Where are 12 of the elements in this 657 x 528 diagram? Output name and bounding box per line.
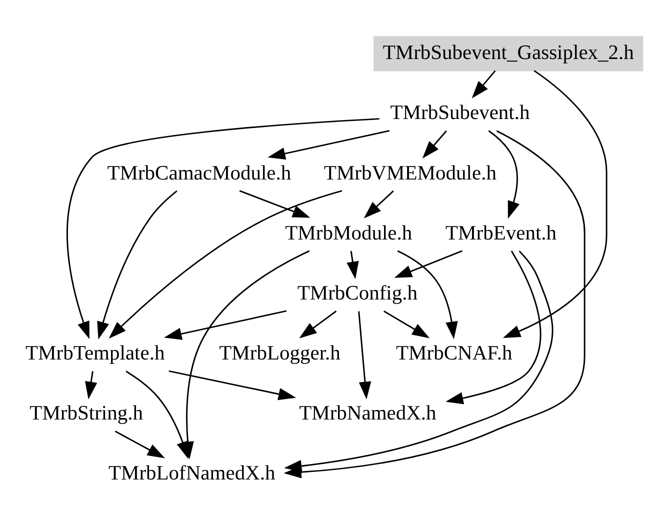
node-text: TMrbEvent.h <box>446 222 557 244</box>
node-text: TMrbCamacModule.h <box>107 162 292 184</box>
node-text: TMrbString.h <box>30 402 144 425</box>
node-text: TMrbLogger.h <box>219 342 340 365</box>
node-text: TMrbConfig.h <box>297 282 418 304</box>
node-text: TMrbCNAF.h <box>396 342 512 365</box>
node-text: TMrbVMEModule.h <box>324 162 496 184</box>
node-text: TMrbSubevent.h <box>390 102 530 124</box>
node-text: TMrbNamedX.h <box>299 402 436 425</box>
node-text: TMrbTemplate.h <box>26 342 165 365</box>
node-text: TMrbModule.h <box>285 222 412 244</box>
node-text: TMrbLofNamedX.h <box>108 462 276 485</box>
